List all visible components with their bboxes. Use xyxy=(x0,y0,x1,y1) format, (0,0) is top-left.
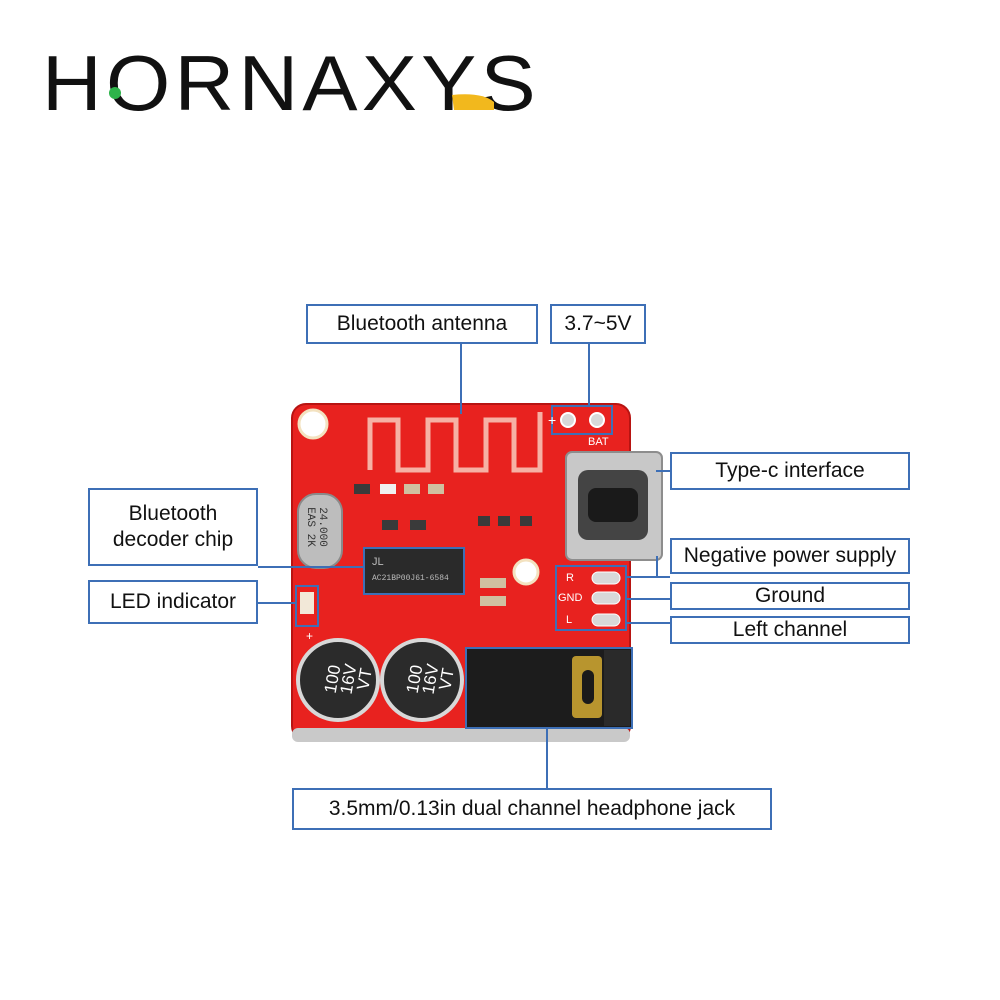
callout-led-indicator: LED indicator xyxy=(88,580,258,624)
led-silk-plus: + xyxy=(306,629,313,643)
jack-hole xyxy=(582,670,594,704)
led xyxy=(300,592,314,614)
silk-gnd: GND xyxy=(558,592,583,604)
callout-headphone-jack: 3.5mm/0.13in dual channel headphone jack xyxy=(292,788,772,830)
callout-bluetooth-antenna-text: Bluetooth antenna xyxy=(336,312,508,335)
brand-dot-icon xyxy=(109,87,121,99)
leader-negative-h xyxy=(626,576,670,578)
smd-8 xyxy=(498,516,510,526)
led-frame xyxy=(295,585,319,627)
silk-bat: BAT xyxy=(588,436,609,448)
brand-name: HORNAXYS xyxy=(42,39,540,127)
crystal xyxy=(297,493,343,569)
silk-l: L xyxy=(566,614,572,626)
callout-decoder-chip: Bluetooth decoder chip xyxy=(88,488,258,566)
leader-typec xyxy=(656,470,670,472)
smd-10 xyxy=(480,578,506,588)
bat-pad-plus xyxy=(560,412,576,428)
leader-voltage xyxy=(588,342,590,406)
leader-jack xyxy=(546,728,548,790)
capacitor-1 xyxy=(296,638,380,722)
silk-plus: + xyxy=(548,412,556,428)
leader-left xyxy=(626,622,670,624)
antenna-trace xyxy=(367,412,543,473)
cap2-value: 100 xyxy=(403,663,427,694)
mount-hole-center xyxy=(512,558,540,586)
cap1-value: 100 xyxy=(321,663,345,694)
decoder-chip xyxy=(363,547,465,595)
silk-r: R xyxy=(566,572,574,584)
pad-r xyxy=(591,571,621,585)
smd-5 xyxy=(382,520,398,530)
bat-pad-frame xyxy=(551,405,613,435)
crystal-line2: EAS 2K xyxy=(304,507,316,547)
smd-6 xyxy=(410,520,426,530)
callout-chip-line1: Bluetooth xyxy=(128,502,218,525)
callout-ground-text: Ground xyxy=(754,584,826,607)
chip-marking: AC21BP00J61-6584 xyxy=(372,574,449,583)
callout-left-channel: Left channel xyxy=(670,616,910,644)
leader-negative-v xyxy=(656,556,658,578)
smd-7 xyxy=(478,516,490,526)
callout-voltage: 3.7~5V xyxy=(550,304,646,344)
callout-ground: Ground xyxy=(670,582,910,610)
callout-negative-power: Negative power supply xyxy=(670,538,910,574)
pcb-edge xyxy=(292,728,630,742)
typec-tongue xyxy=(588,488,638,522)
callout-negative-text: Negative power supply xyxy=(683,544,897,567)
smd-11 xyxy=(480,596,506,606)
brand-logo: HORNAXYS xyxy=(42,40,536,140)
smd-3 xyxy=(404,484,420,494)
smd-9 xyxy=(520,516,532,526)
crystal-line1: 24.000 xyxy=(316,507,328,547)
callout-left-text: Left channel xyxy=(732,618,848,641)
cap1-series: VT xyxy=(353,667,375,692)
callout-voltage-text: 3.7~5V xyxy=(564,312,632,335)
pad-l xyxy=(591,613,621,627)
callout-bluetooth-antenna: Bluetooth antenna xyxy=(306,304,538,344)
callout-led-text: LED indicator xyxy=(109,590,237,613)
callout-chip-line2: decoder chip xyxy=(112,528,234,551)
smd-2 xyxy=(380,484,396,494)
pad-gnd xyxy=(591,591,621,605)
smd-4 xyxy=(428,484,444,494)
callout-typec-text: Type-c interface xyxy=(715,459,865,482)
chip-logo: JL xyxy=(372,556,384,568)
smd-1 xyxy=(354,484,370,494)
jack-front xyxy=(604,650,630,726)
leader-antenna xyxy=(460,342,462,414)
cap2-series: VT xyxy=(435,667,457,692)
callout-typec-interface: Type-c interface xyxy=(670,452,910,490)
bat-pad-minus xyxy=(589,412,605,428)
mount-hole-top-left xyxy=(297,408,329,440)
callout-jack-text: 3.5mm/0.13in dual channel headphone jack xyxy=(328,797,736,820)
leader-ground xyxy=(626,598,670,600)
capacitor-2 xyxy=(380,638,464,722)
brand-accent xyxy=(109,87,494,110)
leader-led xyxy=(258,602,296,604)
brand-swoosh-icon xyxy=(452,94,494,110)
leader-chip-h xyxy=(258,566,364,568)
